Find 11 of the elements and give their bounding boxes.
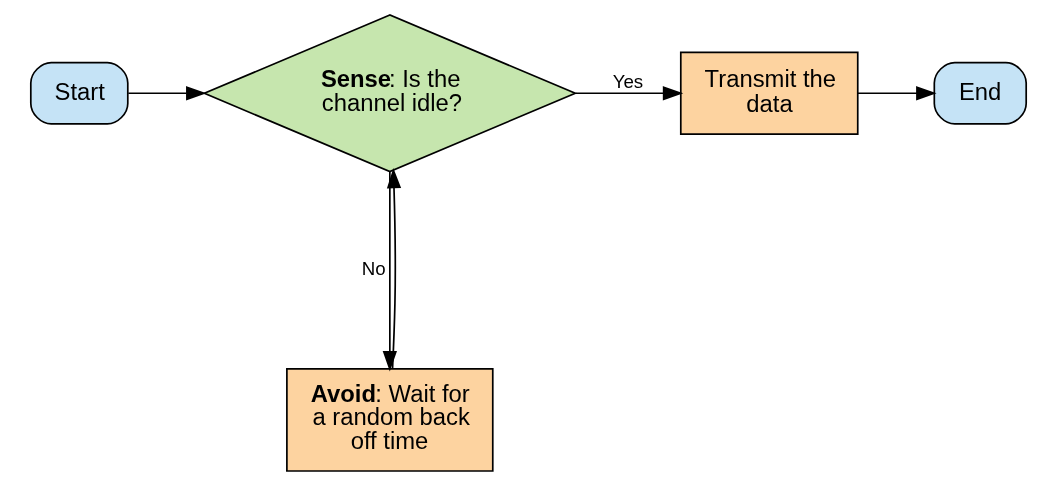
arrow bbox=[856, 86, 937, 101]
node-box: End bbox=[932, 61, 1027, 125]
node-box: Start bbox=[29, 61, 129, 125]
node-diamond: Sense: Is the channel idle? bbox=[201, 14, 577, 173]
node-box: Avoid: Wait for a random back off time bbox=[285, 368, 494, 472]
edge-label: Yes bbox=[612, 70, 643, 92]
arrow bbox=[574, 86, 683, 101]
node-box: Transmit the data bbox=[679, 51, 859, 135]
arrow bbox=[126, 86, 206, 101]
edge-label: No bbox=[361, 257, 386, 279]
arrow bbox=[386, 167, 401, 370]
